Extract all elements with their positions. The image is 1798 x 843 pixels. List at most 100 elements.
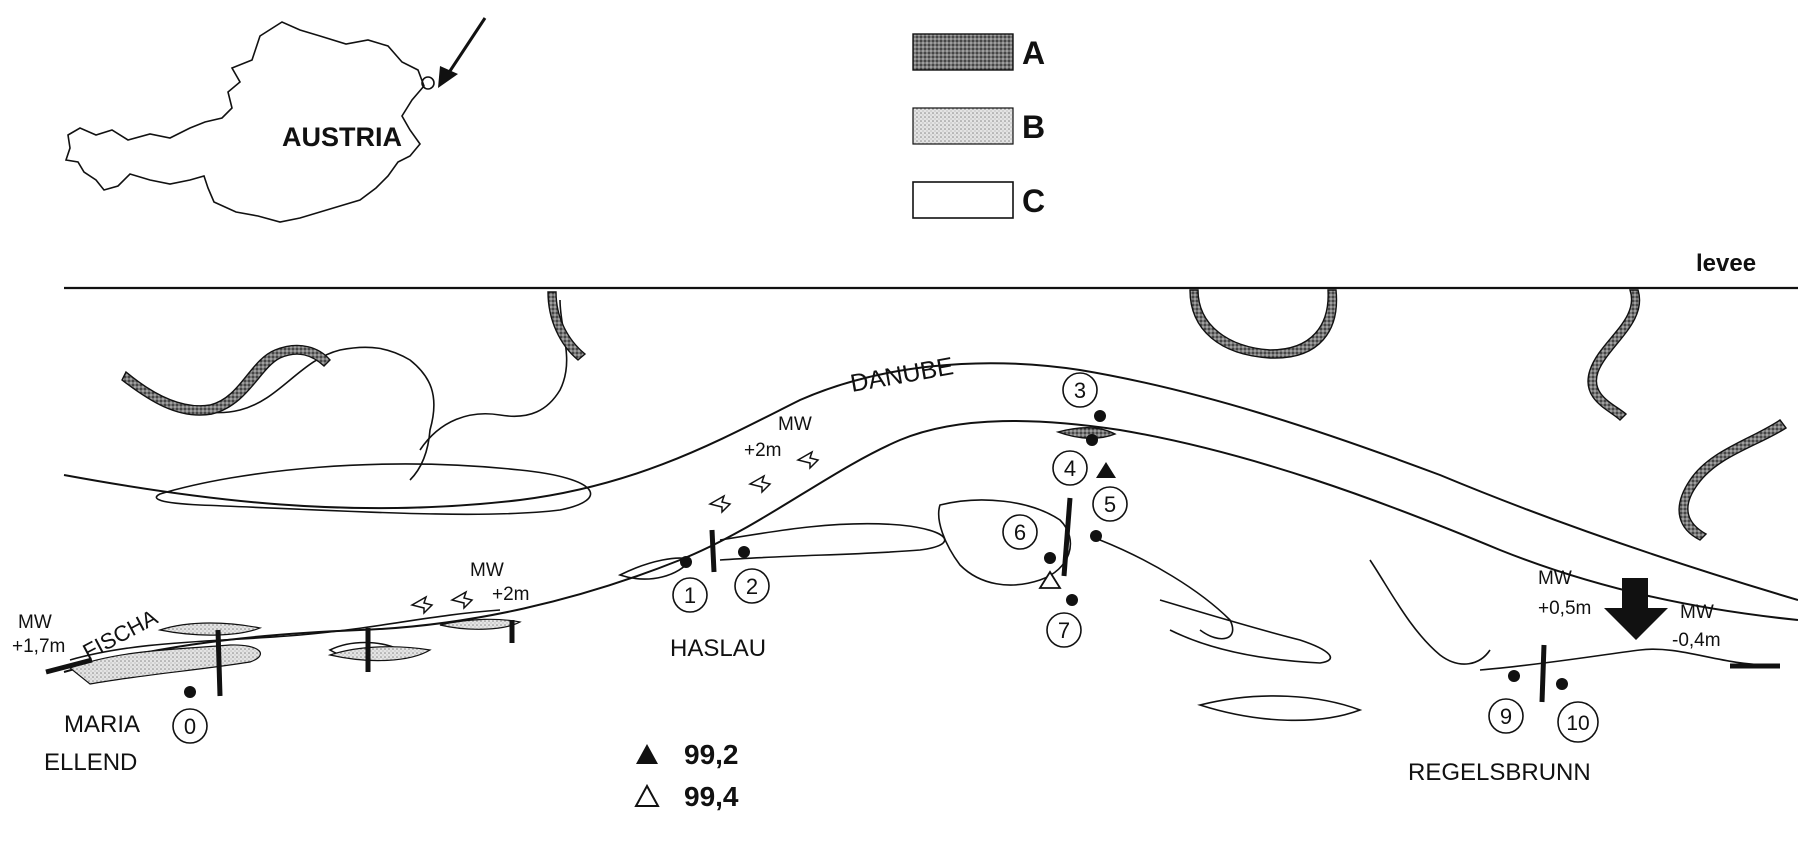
shaded-channel-west	[157, 622, 263, 636]
water-level-label: MW	[470, 560, 504, 581]
danube-south-bank	[63, 420, 1798, 673]
backwater-center-islet	[1055, 427, 1117, 439]
site-label-2: 2	[734, 568, 770, 604]
arm-east-oxbow	[1369, 559, 1491, 665]
open-triangle-value: 99,4	[684, 781, 739, 812]
arm-northwest-channel	[125, 346, 435, 481]
water-level-label: MW	[1680, 602, 1714, 623]
filled-triangle-icon	[636, 744, 658, 764]
legend-swatch-b	[912, 107, 1014, 145]
site-label-10: 10	[1557, 701, 1599, 743]
austria-outline	[64, 21, 425, 223]
transect-center	[1061, 497, 1073, 577]
danube-label: DANUBE	[848, 352, 955, 398]
arm-west-loop	[155, 463, 592, 516]
arm-central-island	[937, 499, 1072, 586]
site-label-5: 5	[1092, 486, 1128, 522]
triangle-value-key: 99,2 99,4	[634, 739, 739, 812]
flow-arrow-icon	[796, 450, 820, 470]
site-dot	[1044, 552, 1056, 564]
svg-text:9: 9	[1500, 704, 1512, 729]
site-label-6: 6	[1002, 514, 1038, 550]
dark-backwaters	[121, 289, 1788, 541]
svg-text:0: 0	[184, 714, 196, 739]
arm-east-loop	[1197, 695, 1363, 722]
svg-text:4: 4	[1064, 456, 1076, 481]
flow-arrow-icon	[708, 494, 732, 514]
haslau-label: HASLAU	[670, 635, 766, 662]
open-triangle-icon	[634, 783, 660, 807]
map-labels: DANUBE FISCHA HASLAU MARIA ELLEND REGELS…	[12, 352, 1721, 786]
water-level-value: +2m	[492, 584, 530, 605]
site-label-3: 3	[1062, 372, 1098, 408]
filled-triangle-value: 99,2	[684, 739, 739, 770]
arm-east-channel-1	[1099, 539, 1234, 640]
shaded-side-channels	[68, 618, 522, 685]
backwater-east	[1678, 419, 1788, 541]
legend: A B C	[912, 33, 1045, 219]
arm-south-channel	[69, 609, 501, 661]
arm-regelsbrunn-channel	[1479, 648, 1771, 671]
danube-north-bank	[63, 362, 1798, 601]
inset-austria-map: AUSTRIA	[64, 17, 487, 223]
water-level-label: MW	[778, 414, 812, 435]
site-dot	[1090, 530, 1102, 542]
site-dot	[680, 556, 692, 568]
filled-triangle-marker	[1096, 462, 1116, 478]
backwater-north-center	[1189, 289, 1338, 359]
transects	[45, 497, 1780, 703]
inset-arrow-shaft	[446, 17, 487, 75]
sampling-sites: 0 1 2 3 4 5 6 7 9 10	[172, 372, 1599, 744]
site-label-4: 4	[1052, 450, 1088, 486]
arm-east-channel-2	[1159, 599, 1332, 664]
svg-text:1: 1	[684, 583, 696, 608]
water-level-value: +1,7m	[12, 636, 65, 657]
water-level-value: +0,5m	[1538, 598, 1591, 619]
water-level-value: -0,4m	[1672, 630, 1721, 651]
backwater-north-fork	[547, 291, 587, 361]
inset-arrow-head	[438, 66, 458, 88]
site-label-9: 9	[1488, 698, 1524, 734]
vienna-marker	[421, 76, 435, 90]
site-dot	[1066, 594, 1078, 606]
legend-swatch-c	[912, 181, 1014, 219]
regelsbrunn-label: REGELSBRUNN	[1408, 759, 1591, 786]
water-level-label: MW	[1538, 568, 1572, 589]
site-dot	[738, 546, 750, 558]
backwater-northwest	[121, 344, 331, 416]
transect-regelsbrunn	[1539, 644, 1547, 703]
svg-text:7: 7	[1058, 618, 1070, 643]
site-label-7: 7	[1046, 612, 1082, 648]
site-dot	[1094, 410, 1106, 422]
legend-key-b: B	[1022, 109, 1045, 145]
water-level-value: +2m	[744, 440, 782, 461]
inflow-arrow-icon	[1604, 578, 1668, 640]
legend-swatch-a	[912, 33, 1014, 71]
transect-haslau	[709, 529, 717, 573]
maria-label: MARIA	[64, 711, 140, 738]
site-dot	[1556, 678, 1568, 690]
backwater-northeast	[1587, 289, 1641, 421]
legend-key-a: A	[1022, 35, 1045, 71]
flow-arrow-icon	[748, 474, 772, 494]
shaded-channel-mid	[327, 646, 432, 662]
flow-arrows	[410, 450, 1668, 640]
site-label-1: 1	[672, 577, 708, 613]
transect-maria	[215, 629, 223, 697]
svg-text:10: 10	[1566, 712, 1589, 735]
water-level-label: MW	[18, 612, 52, 633]
transect-fischa	[45, 657, 93, 675]
ellend-label: ELLEND	[44, 749, 137, 776]
arm-mid-channel	[719, 522, 946, 561]
flow-arrow-icon	[450, 590, 474, 610]
shaded-channel-haslau	[439, 618, 522, 630]
country-label: AUSTRIA	[282, 122, 402, 152]
svg-text:3: 3	[1074, 378, 1086, 403]
levee-label: levee	[1696, 250, 1756, 277]
svg-text:6: 6	[1014, 520, 1026, 545]
danube-river	[63, 362, 1798, 673]
arm-branch-north	[419, 299, 568, 451]
shaded-channel-maria-ellend	[68, 644, 261, 685]
site-dot	[1508, 670, 1520, 682]
